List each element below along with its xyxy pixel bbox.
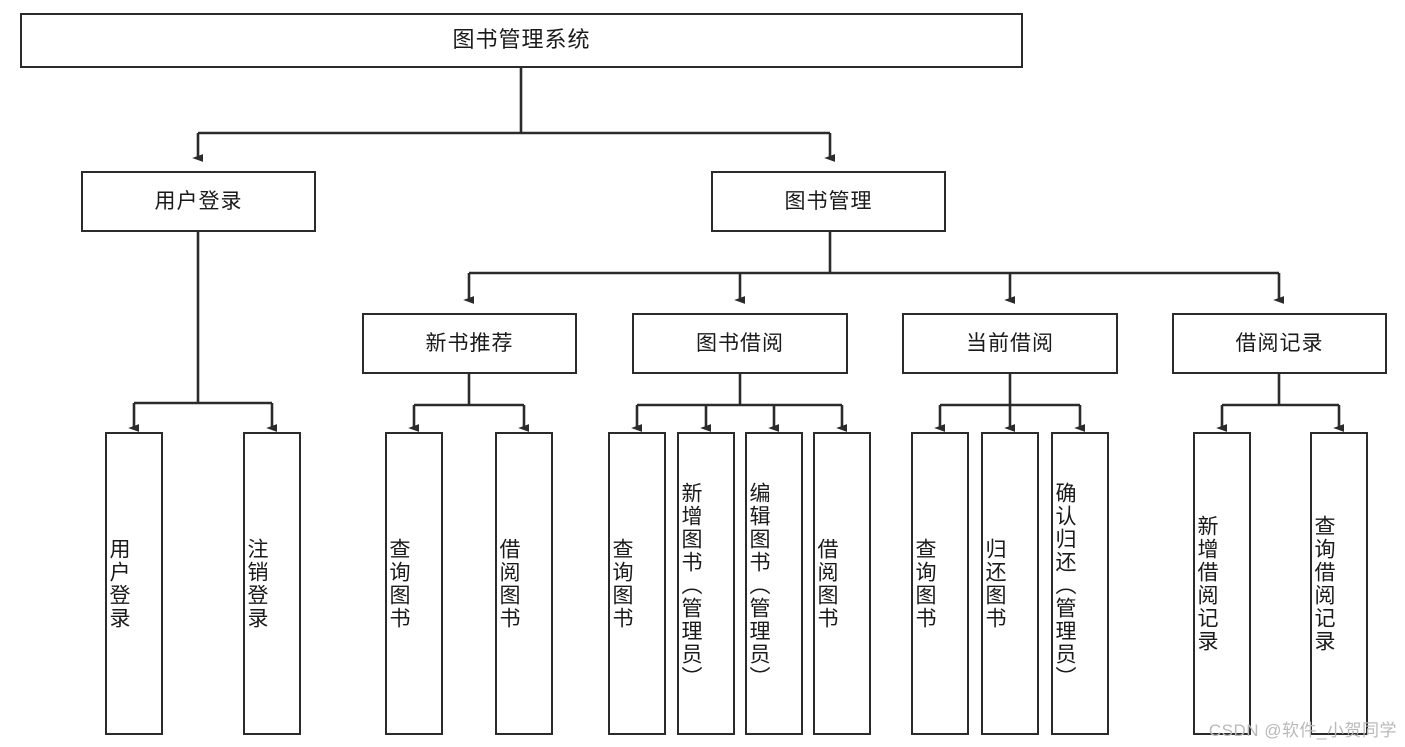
- leaf-label: 查询图书: [610, 537, 634, 630]
- leaf-current-borrow-return[interactable]: 归还图书: [981, 432, 1039, 735]
- leaf-user-login-login[interactable]: 用户登录: [105, 432, 163, 735]
- leaf-label: 确认归还（管理员）: [1053, 482, 1077, 689]
- leaf-label: 编辑图书（管理员）: [747, 482, 771, 689]
- leaf-label: 查询借阅记录: [1312, 514, 1336, 653]
- node-new-book-recommend[interactable]: 新书推荐: [362, 313, 577, 374]
- leaf-label: 用户登录: [107, 537, 131, 630]
- leaf-book-borrow-borrow[interactable]: 借阅图书: [813, 432, 871, 735]
- node-label: 图书借阅: [696, 331, 784, 355]
- leaf-borrow-record-add[interactable]: 新增借阅记录: [1193, 432, 1251, 735]
- node-label: 借阅记录: [1235, 331, 1324, 355]
- node-root-book-management-system[interactable]: 图书管理系统: [20, 13, 1023, 68]
- leaf-label: 查询图书: [913, 537, 937, 630]
- node-label: 当前借阅: [966, 331, 1054, 355]
- leaf-book-borrow-edit[interactable]: 编辑图书（管理员）: [745, 432, 803, 735]
- leaf-label: 新增图书（管理员）: [679, 482, 703, 689]
- node-label: 图书管理系统: [452, 27, 591, 53]
- node-label: 新书推荐: [425, 331, 514, 355]
- leaf-label: 查询图书: [387, 537, 411, 630]
- leaf-current-borrow-query[interactable]: 查询图书: [911, 432, 969, 735]
- leaf-book-borrow-add[interactable]: 新增图书（管理员）: [677, 432, 735, 735]
- leaf-borrow-record-query[interactable]: 查询借阅记录: [1310, 432, 1368, 735]
- node-book-management[interactable]: 图书管理: [711, 171, 946, 232]
- leaf-book-borrow-query[interactable]: 查询图书: [608, 432, 666, 735]
- leaf-label: 注销登录: [245, 537, 269, 630]
- watermark-text: CSDN @软件_小贺同学: [1208, 721, 1397, 740]
- leaf-current-borrow-confirm-return[interactable]: 确认归还（管理员）: [1051, 432, 1109, 735]
- leaf-label: 归还图书: [983, 537, 1007, 630]
- leaf-user-login-logout[interactable]: 注销登录: [243, 432, 301, 735]
- leaf-new-book-query[interactable]: 查询图书: [385, 432, 443, 735]
- leaf-label: 借阅图书: [497, 537, 521, 630]
- node-borrow-record[interactable]: 借阅记录: [1172, 313, 1387, 374]
- leaf-label: 新增借阅记录: [1195, 514, 1219, 653]
- node-label: 用户登录: [154, 189, 243, 213]
- node-book-borrow[interactable]: 图书借阅: [632, 313, 848, 374]
- node-label: 图书管理: [784, 189, 873, 213]
- leaf-new-book-borrow[interactable]: 借阅图书: [495, 432, 553, 735]
- leaf-label: 借阅图书: [815, 537, 839, 630]
- node-current-borrow[interactable]: 当前借阅: [902, 313, 1118, 374]
- node-user-login[interactable]: 用户登录: [81, 171, 316, 232]
